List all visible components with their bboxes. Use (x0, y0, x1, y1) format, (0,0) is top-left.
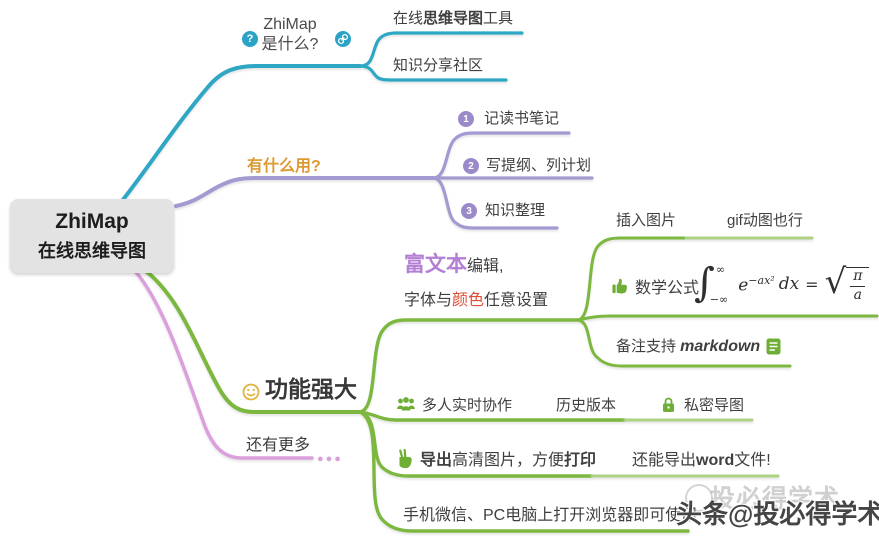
node-history[interactable]: 历史版本 (556, 397, 617, 414)
node-insert-image[interactable]: 插入图片 (616, 212, 677, 229)
usage-item1-line (431, 131, 571, 180)
node-richtext-line2: 字体与颜色任意设置 (404, 292, 549, 309)
node-usage-item3[interactable]: 知识整理 (485, 202, 546, 219)
node-export[interactable]: 导出高清图片，方便打印 (420, 452, 597, 469)
root-subtitle: 在线思维导图 (38, 240, 146, 261)
node-browser[interactable]: 手机微信、PC电脑上打开浏览器即可使用 (403, 507, 698, 524)
victory-hand-icon (396, 448, 413, 474)
math-formula: ∫ ∞ −∞ e−ax² dx = √ π a (694, 258, 870, 312)
people-icon (396, 396, 416, 418)
node-private[interactable]: 私密导图 (684, 397, 745, 414)
usage-item3-line (431, 176, 559, 230)
branch-usage-line (174, 176, 435, 208)
node-export-word[interactable]: 还能导出word文件! (632, 452, 771, 469)
thumbs-up-icon (611, 276, 630, 300)
badge-2-icon: 2 (463, 158, 479, 174)
node-usage-item2[interactable]: 写提纲、列计划 (486, 157, 592, 174)
whatis-line1: ZhiMap (263, 16, 317, 33)
watermark-ghost: 投必得学术 (710, 485, 841, 513)
node-collab[interactable]: 多人实时协作 (422, 397, 513, 414)
branch-whatis-child-community-line (358, 64, 508, 82)
more-ellipsis-icon: ●●● (317, 453, 343, 465)
richtext-math-line (576, 314, 879, 322)
node-usage-item1[interactable]: 记读书笔记 (484, 110, 560, 127)
badge-1-icon: 1 (458, 111, 474, 127)
node-more[interactable]: 还有更多 (246, 437, 311, 454)
node-online-tool[interactable]: 在线思维导图工具 (393, 10, 514, 27)
watermark-logo-icon (685, 484, 713, 512)
smiley-icon (242, 383, 260, 406)
lock-icon (661, 396, 676, 418)
power-browser-line (358, 410, 690, 533)
whatis-line2: 是什么? (261, 36, 319, 53)
node-math-label[interactable]: 数学公式 (635, 280, 700, 297)
question-icon: ? (242, 31, 258, 47)
watermark-text: 头条@投必得学术 (676, 499, 879, 529)
node-richtext[interactable]: 富文本编辑, (404, 253, 504, 276)
richtext-markdown-line (576, 318, 792, 368)
power-richtext-line (358, 318, 580, 414)
branch-more-line (134, 270, 314, 460)
markdown-doc-icon (766, 338, 781, 360)
node-community[interactable]: 知识分享社区 (393, 57, 484, 74)
node-whatis[interactable]: ZhiMap 是什么? (256, 15, 324, 55)
root-node[interactable]: ZhiMap 在线思维导图 (10, 199, 174, 273)
node-power[interactable]: 功能强大 (265, 376, 357, 402)
node-gif[interactable]: gif动图也行 (727, 212, 803, 229)
branch-power-line (144, 269, 362, 414)
richtext-insert-line (576, 236, 688, 322)
node-markdown[interactable]: 备注支持 markdown (616, 338, 761, 355)
badge-3-icon: 3 (461, 203, 477, 219)
root-title: ZhiMap (55, 209, 129, 233)
branch-whatis-line (120, 64, 362, 203)
link-icon[interactable] (335, 31, 351, 47)
node-usage[interactable]: 有什么用? (247, 158, 321, 175)
branch-whatis-child-tool-line (358, 31, 524, 68)
